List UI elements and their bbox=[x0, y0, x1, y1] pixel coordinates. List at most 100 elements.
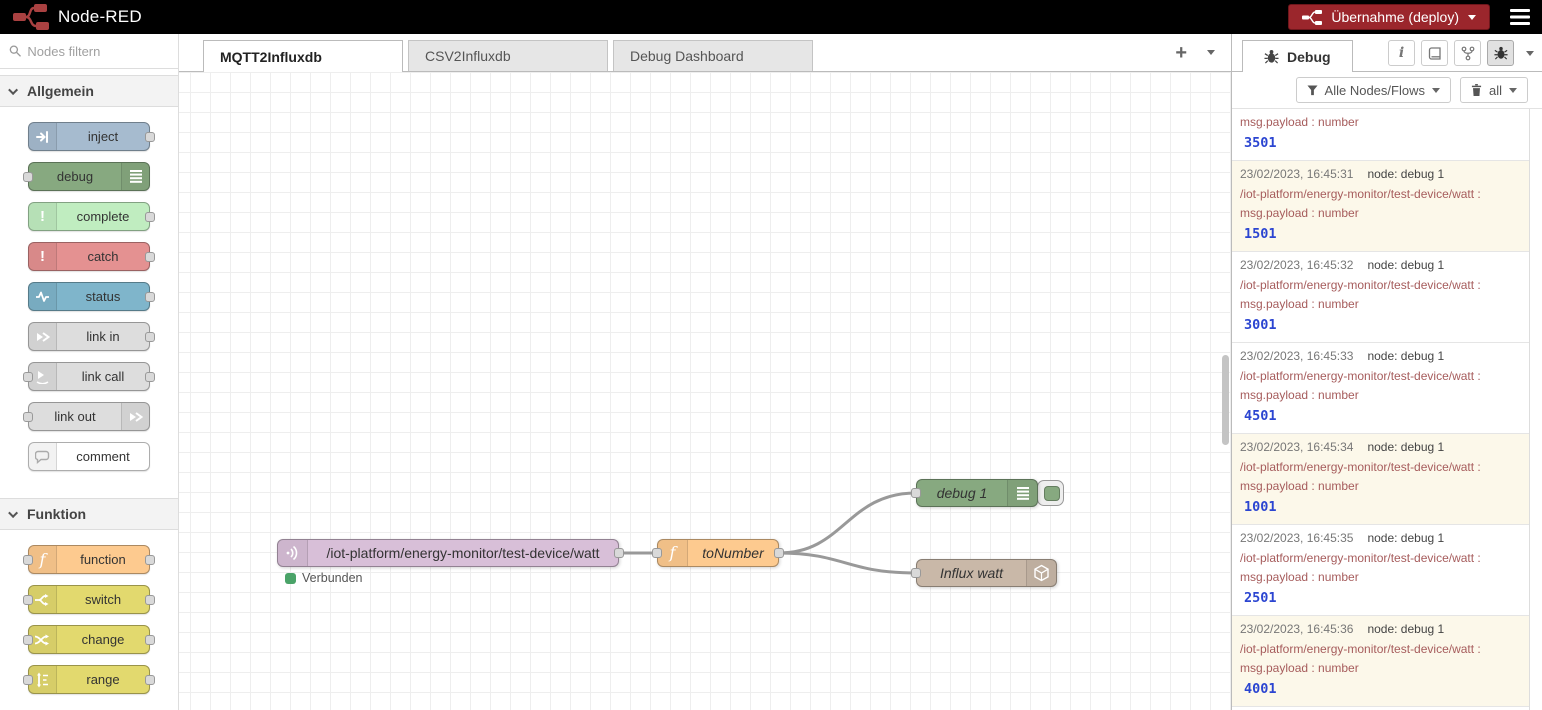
config-nodes-tab-button[interactable] bbox=[1454, 40, 1481, 66]
tab-debug-sidebar[interactable]: Debug bbox=[1242, 40, 1353, 72]
node-input-port[interactable] bbox=[23, 634, 33, 645]
palette-node-label: range bbox=[86, 672, 120, 687]
message-property: msg.payload : number bbox=[1240, 479, 1359, 493]
message-value[interactable]: 3501 bbox=[1244, 135, 1277, 151]
palette-search-input[interactable] bbox=[27, 43, 169, 59]
palette-node-catch[interactable]: ! catch bbox=[28, 242, 155, 271]
message-node[interactable]: node: debug 1 bbox=[1367, 440, 1445, 454]
function-f-icon: f bbox=[39, 549, 46, 569]
flow-node-influx-watt[interactable]: Influx watt bbox=[911, 559, 1057, 587]
debug-enable-toggle[interactable] bbox=[1037, 480, 1064, 506]
palette-node-switch[interactable]: switch bbox=[23, 585, 155, 614]
palette-node-comment[interactable]: comment bbox=[28, 442, 150, 471]
message-node[interactable]: node: debug 1 bbox=[1367, 531, 1445, 545]
palette-node-range[interactable]: range bbox=[23, 665, 155, 694]
wire[interactable] bbox=[777, 551, 918, 575]
message-topic: /iot-platform/energy-monitor/test-device… bbox=[1240, 369, 1481, 383]
debug-toolbar: Alle Nodes/Flows all bbox=[1232, 72, 1542, 109]
node-output-port[interactable] bbox=[145, 211, 155, 222]
message-value[interactable]: 4001 bbox=[1244, 681, 1277, 697]
deploy-caret-icon[interactable] bbox=[1468, 14, 1476, 20]
chevron-down-icon bbox=[8, 507, 19, 518]
node-output-port[interactable] bbox=[145, 291, 155, 302]
palette-node-link-out[interactable]: link out bbox=[23, 402, 150, 431]
node-input-port[interactable] bbox=[23, 171, 33, 182]
deploy-button[interactable]: Übernahme (deploy) bbox=[1288, 4, 1490, 30]
node-output-port[interactable] bbox=[614, 548, 624, 558]
help-tab-button[interactable] bbox=[1421, 40, 1448, 66]
message-timestamp: 23/02/2023, 16:45:34 bbox=[1240, 440, 1354, 454]
node-output-port[interactable] bbox=[145, 131, 155, 142]
palette-node-change[interactable]: change bbox=[23, 625, 155, 654]
flow-node-label: debug 1 bbox=[936, 485, 988, 501]
app-logo: Node-RED bbox=[12, 4, 142, 30]
sidebar-tabs-caret-icon[interactable] bbox=[1526, 50, 1534, 56]
node-output-port[interactable] bbox=[145, 634, 155, 645]
palette-section-label: Allgemein bbox=[27, 83, 94, 99]
node-input-port[interactable] bbox=[23, 594, 33, 605]
message-node[interactable]: node: debug 1 bbox=[1367, 167, 1445, 181]
search-icon bbox=[9, 45, 21, 57]
flow-node-mqtt-in[interactable]: /iot-platform/energy-monitor/test-device… bbox=[277, 539, 624, 567]
node-input-port[interactable] bbox=[23, 674, 33, 685]
flow-node-tonumber[interactable]: f toNumber bbox=[652, 539, 784, 567]
node-input-port[interactable] bbox=[23, 411, 33, 422]
node-input-port[interactable] bbox=[911, 488, 921, 498]
node-output-port[interactable] bbox=[145, 674, 155, 685]
app-title: Node-RED bbox=[58, 7, 142, 26]
node-output-port[interactable] bbox=[145, 251, 155, 262]
palette-node-inject[interactable]: inject bbox=[28, 122, 155, 151]
palette-section-funktion[interactable]: Funktion bbox=[0, 498, 178, 530]
node-red-logo-icon bbox=[13, 4, 49, 30]
node-input-port[interactable] bbox=[23, 371, 33, 382]
bug-icon bbox=[1493, 46, 1508, 60]
message-timestamp: 23/02/2023, 16:45:35 bbox=[1240, 531, 1354, 545]
debug-filter-button[interactable]: Alle Nodes/Flows bbox=[1295, 77, 1451, 103]
tab-mqtt2influxdb[interactable]: MQTT2Influxdb bbox=[203, 40, 403, 72]
palette-node-link-in[interactable]: link in bbox=[28, 322, 155, 351]
debug-message-list[interactable]: msg.payload : number 3501 23/02/2023, 16… bbox=[1232, 109, 1530, 710]
palette-node-debug[interactable]: debug bbox=[23, 162, 150, 191]
node-output-port[interactable] bbox=[774, 548, 784, 558]
palette-node-status[interactable]: status bbox=[28, 282, 155, 311]
message-value[interactable]: 1501 bbox=[1244, 226, 1277, 242]
palette-node-label: status bbox=[85, 289, 121, 304]
tab-csv2influxdb[interactable]: CSV2Influxdb bbox=[408, 40, 608, 71]
debug-lines-icon bbox=[1016, 486, 1029, 500]
tab-debug-dashboard[interactable]: Debug Dashboard bbox=[613, 40, 813, 71]
message-value[interactable]: 3001 bbox=[1244, 317, 1277, 333]
message-property: msg.payload : number bbox=[1240, 115, 1359, 129]
palette-node-function[interactable]: f function bbox=[23, 545, 155, 574]
message-value[interactable]: 1001 bbox=[1244, 499, 1277, 515]
flow-canvas[interactable]: /iot-platform/energy-monitor/test-device… bbox=[179, 72, 1231, 710]
node-input-port[interactable] bbox=[652, 548, 662, 558]
message-timestamp: 23/02/2023, 16:45:36 bbox=[1240, 622, 1354, 636]
flow-node-debug1[interactable]: debug 1 bbox=[911, 479, 1038, 507]
debug-clear-button[interactable]: all bbox=[1459, 77, 1528, 103]
palette-section-allgemein[interactable]: Allgemein bbox=[0, 75, 178, 107]
main-menu-icon[interactable] bbox=[1510, 9, 1530, 25]
flow-list-caret-icon[interactable] bbox=[1207, 50, 1215, 55]
node-output-port[interactable] bbox=[145, 331, 155, 342]
wire[interactable] bbox=[777, 491, 918, 555]
add-flow-button[interactable]: + bbox=[1175, 41, 1187, 64]
node-output-port[interactable] bbox=[145, 554, 155, 565]
message-value[interactable]: 4501 bbox=[1244, 408, 1277, 424]
node-output-port[interactable] bbox=[145, 594, 155, 605]
palette-node-label: complete bbox=[76, 209, 130, 224]
message-node[interactable]: node: debug 1 bbox=[1367, 258, 1445, 272]
palette-node-label: function bbox=[80, 552, 126, 567]
sidebar-tab-label: Debug bbox=[1287, 48, 1331, 65]
info-tab-button[interactable]: i bbox=[1388, 40, 1415, 66]
canvas-vertical-scrollbar[interactable] bbox=[1222, 355, 1229, 445]
message-value[interactable]: 2501 bbox=[1244, 590, 1277, 606]
palette-node-link-call[interactable]: link call bbox=[23, 362, 155, 391]
node-input-port[interactable] bbox=[911, 568, 921, 578]
message-node[interactable]: node: debug 1 bbox=[1367, 622, 1445, 636]
palette-node-complete[interactable]: ! complete bbox=[28, 202, 155, 231]
node-output-port[interactable] bbox=[145, 371, 155, 382]
message-node[interactable]: node: debug 1 bbox=[1367, 349, 1445, 363]
node-input-port[interactable] bbox=[23, 554, 33, 565]
debug-tab-button[interactable] bbox=[1487, 40, 1514, 66]
